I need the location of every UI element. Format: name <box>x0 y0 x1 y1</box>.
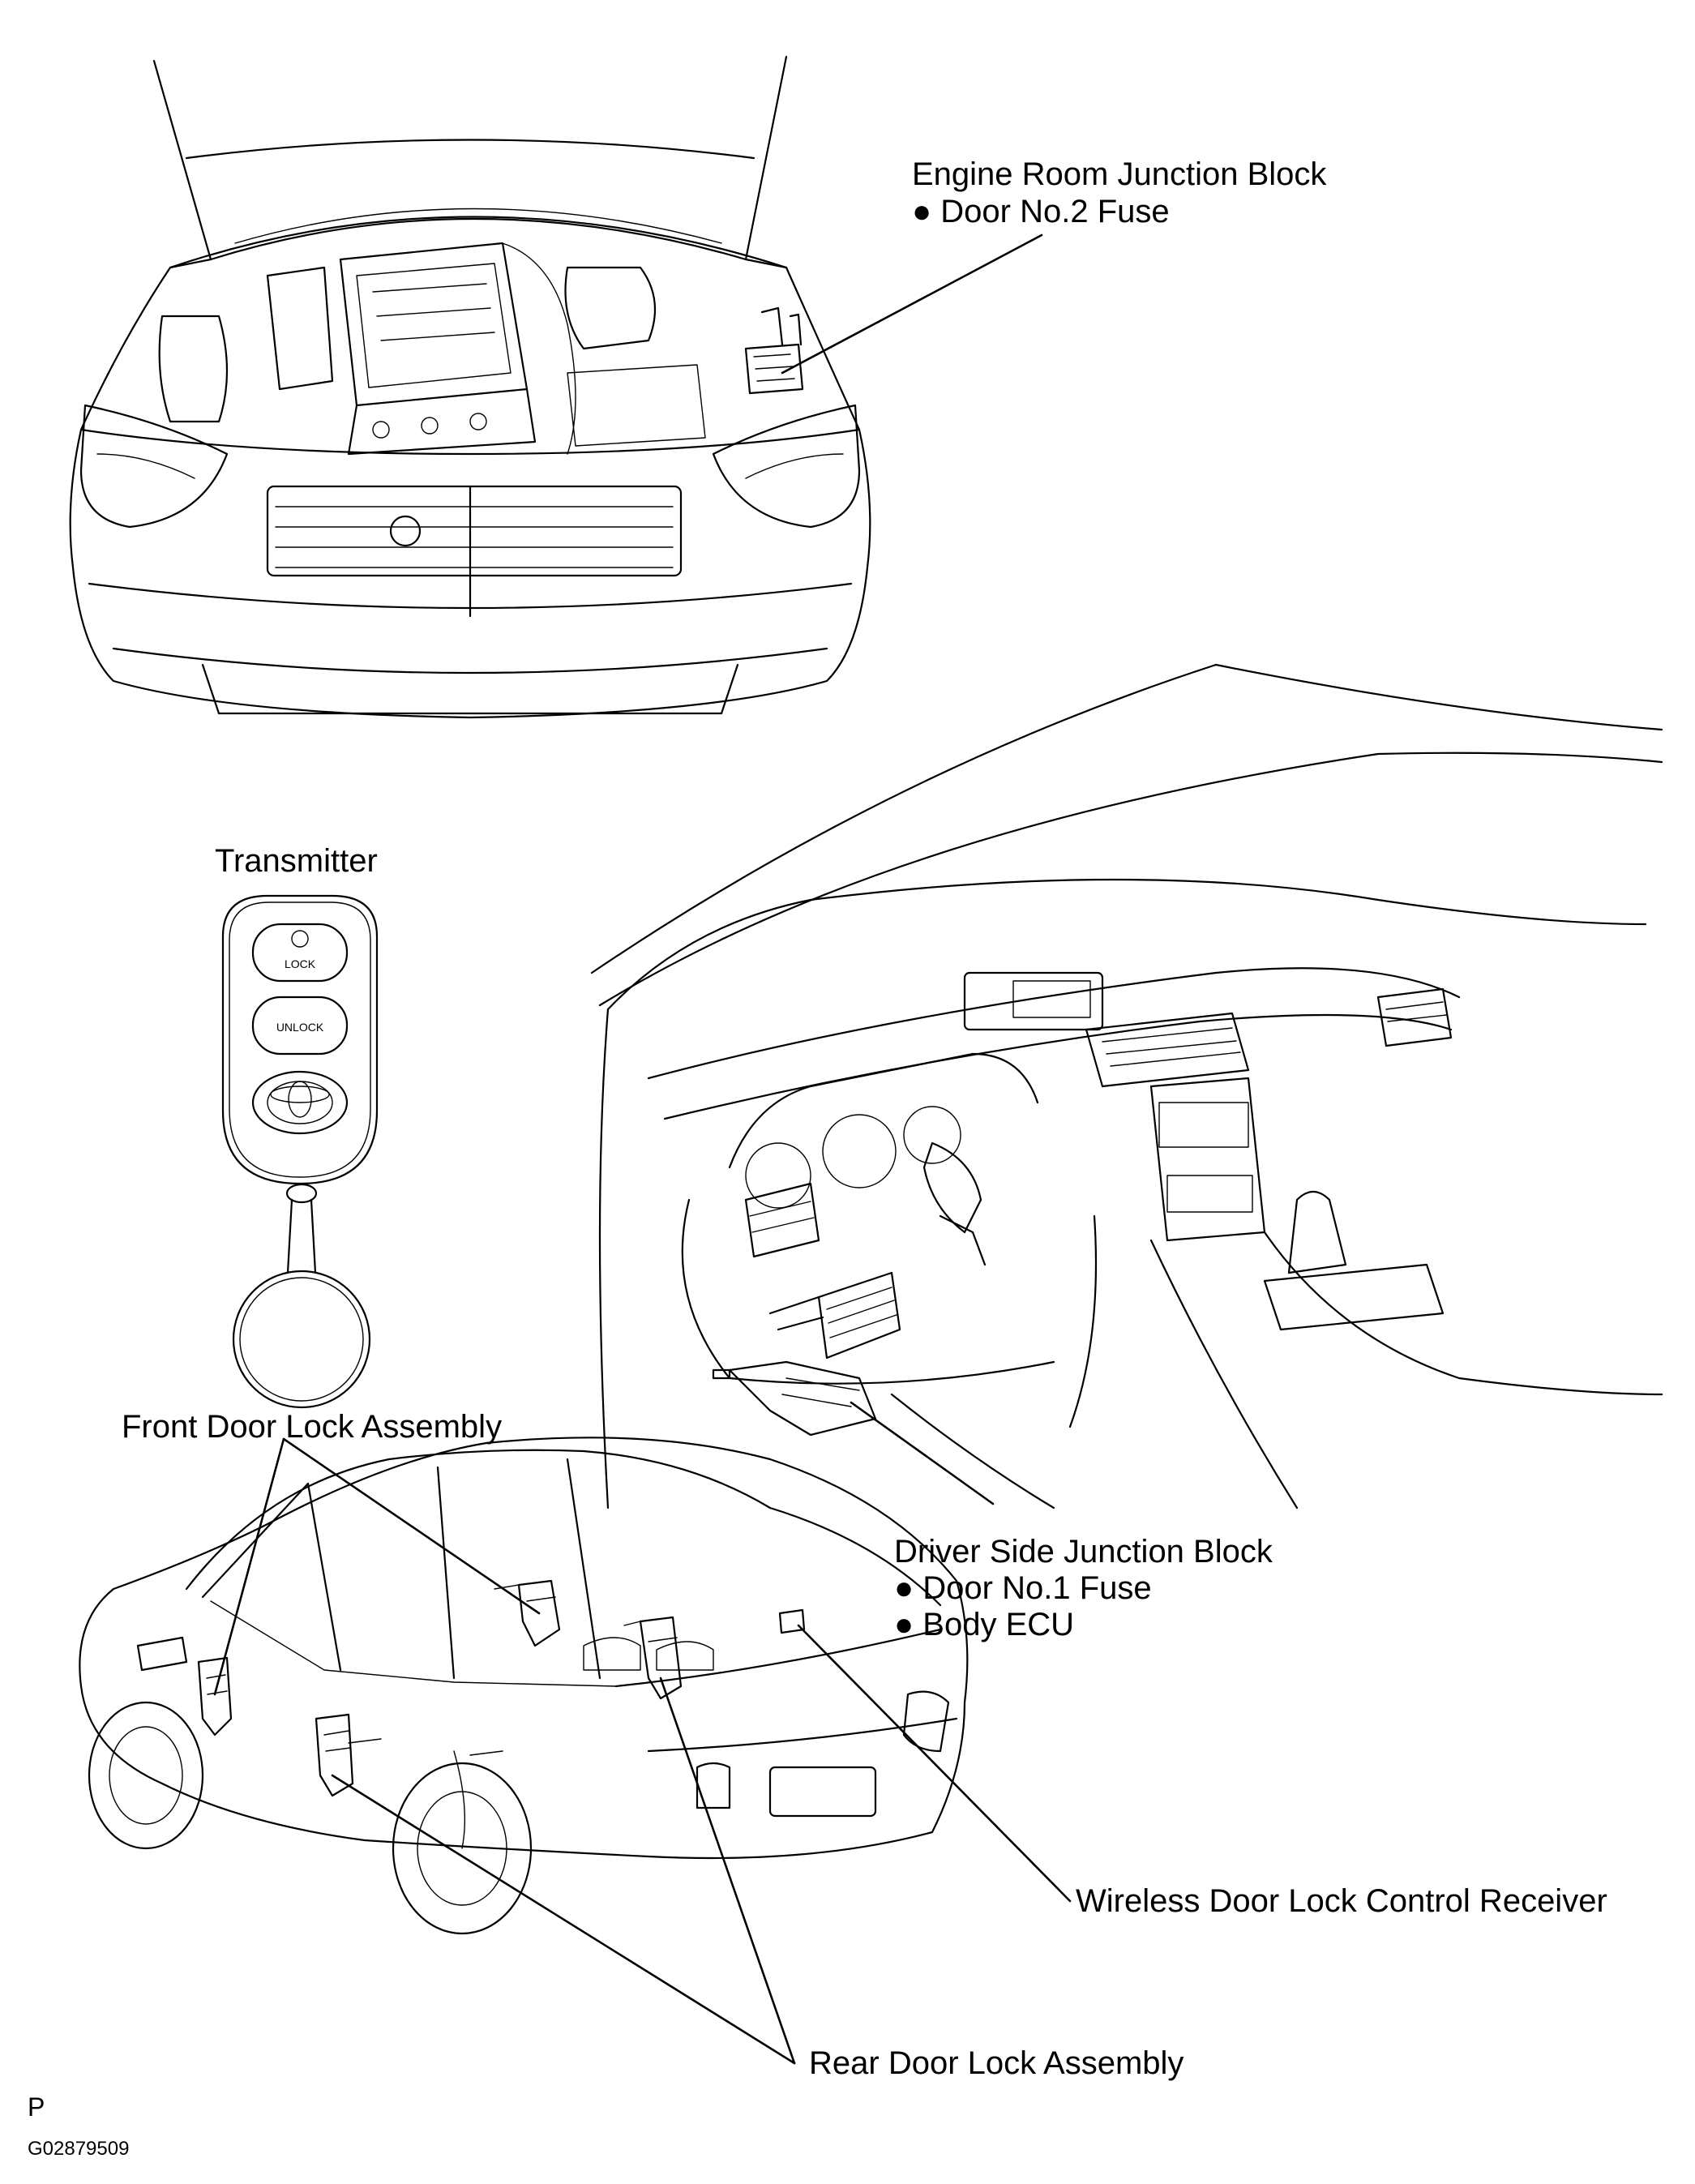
figure-code: G02879509 <box>28 2138 129 2160</box>
labels: Engine Room Junction Block ● Door No.2 F… <box>28 156 1607 2160</box>
dashboard-illustration <box>590 663 1663 1510</box>
front-door-lock-left <box>197 1656 233 1736</box>
front-door-lock-right <box>517 1579 561 1647</box>
car-illustration <box>79 1437 969 1935</box>
driver-side-jb-label: Driver Side Junction Block <box>894 1534 1273 1569</box>
body-ecu-label: ● Body ECU <box>894 1607 1074 1642</box>
transmitter-illustration <box>221 894 379 1409</box>
transmitter-label: Transmitter <box>215 843 378 879</box>
door-no2-fuse-label: ● Door No.2 Fuse <box>912 194 1170 229</box>
engine-bay-illustration <box>69 55 871 719</box>
corner-letter: P <box>28 2092 45 2122</box>
wireless-receiver-label: Wireless Door Lock Control Receiver <box>1076 1883 1607 1919</box>
unlock-button <box>251 996 349 1056</box>
rear-door-lock-right <box>639 1616 683 1700</box>
unlock-button-label: UNLOCK <box>276 1021 324 1034</box>
engine-room-jb-label: Engine Room Junction Block <box>912 156 1327 192</box>
toyota-logo-icon <box>251 1070 349 1135</box>
lock-button-label: LOCK <box>285 957 316 970</box>
front-door-lock-label: Front Door Lock Assembly <box>122 1409 502 1445</box>
lock-button <box>251 923 349 983</box>
leader-lines <box>213 233 1072 2065</box>
rear-door-lock-left <box>315 1713 354 1797</box>
rear-door-lock-label: Rear Door Lock Assembly <box>809 2045 1184 2081</box>
wireless-receiver-part <box>778 1608 806 1634</box>
door-no1-fuse-label: ● Door No.1 Fuse <box>894 1570 1152 1606</box>
